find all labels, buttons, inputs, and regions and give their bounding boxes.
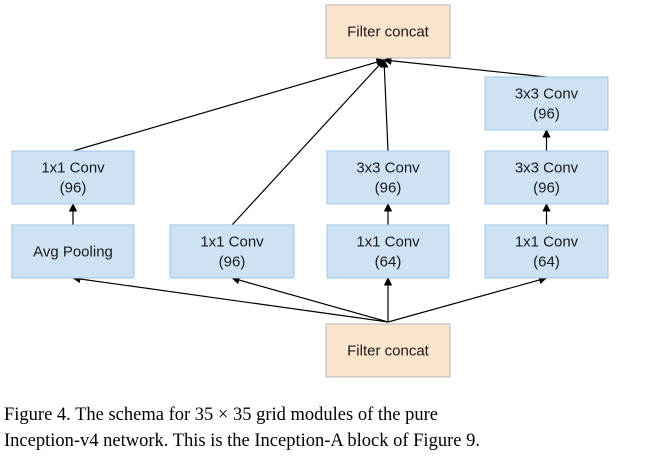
edge-bottom_concat-to-b4_conv1 [387, 275, 548, 323]
node-box [11, 224, 135, 279]
node-label: 1x1 Conv [41, 160, 105, 177]
node-box [484, 76, 609, 131]
node-label: (64) [533, 254, 560, 271]
node-label: 3x3 Conv [515, 160, 579, 177]
node-label: 3x3 Conv [515, 86, 579, 103]
node-label: Filter concat [347, 343, 430, 360]
node-label: (96) [533, 180, 560, 197]
edge-b2_conv-to-top_concat [231, 59, 385, 226]
node-box [325, 4, 451, 59]
edge-bottom_concat-to-b1_pool [72, 274, 389, 323]
node-b2-conv: 1x1 Conv (96) [169, 224, 295, 279]
node-b4-conv1: 1x1 Conv (64) [484, 224, 609, 279]
figure-caption: Figure 4. The schema for 35 × 35 grid mo… [4, 402, 640, 454]
node-label: (96) [375, 180, 402, 197]
edge-b1_conv-to-top_concat [72, 58, 385, 152]
node-label: (96) [60, 180, 87, 197]
node-bottom-concat: Filter concat [325, 323, 451, 378]
node-b1-conv: 1x1 Conv (96) [11, 150, 135, 205]
node-label: 1x1 Conv [200, 234, 264, 251]
node-label: 1x1 Conv [515, 234, 579, 251]
node-label: (96) [533, 106, 560, 123]
node-box [484, 150, 609, 205]
nodes-layer: Filter concat 1x1 Conv (96) Avg Pooling 1x1 … [11, 4, 609, 378]
node-box [484, 224, 609, 279]
node-b3-conv3: 3x3 Conv (96) [326, 150, 450, 205]
edge-bottom_concat-to-b2_conv [231, 276, 389, 323]
node-b3-conv1: 1x1 Conv (64) [326, 224, 450, 279]
edge-b3_conv3-to-top_concat [380, 59, 389, 152]
node-label: (96) [219, 254, 246, 271]
caption-line-1: Figure 4. The schema for 35 × 35 grid mo… [4, 405, 438, 425]
node-label: 3x3 Conv [356, 160, 420, 177]
node-label: Avg Pooling [33, 244, 113, 261]
edges-layer [68, 56, 551, 323]
node-label: Filter concat [347, 24, 430, 41]
node-top-concat: Filter concat [325, 4, 451, 59]
edge-b4_conv3a-to-top_concat [383, 56, 547, 78]
node-box [325, 323, 451, 378]
node-box [169, 224, 295, 279]
node-box [11, 150, 135, 205]
node-box [326, 150, 450, 205]
node-b4-conv3a: 3x3 Conv (96) [484, 76, 609, 131]
node-b4-conv3b: 3x3 Conv (96) [484, 150, 609, 205]
caption-line-2: Inception-v4 network. This is the Incept… [4, 431, 480, 451]
inception-a-diagram: Filter concat 1x1 Conv (96) Avg Pooling 1x1 … [11, 4, 609, 378]
node-label: 1x1 Conv [356, 234, 420, 251]
node-label: (64) [375, 254, 402, 271]
node-b1-pool: Avg Pooling [11, 224, 135, 279]
node-box [326, 224, 450, 279]
